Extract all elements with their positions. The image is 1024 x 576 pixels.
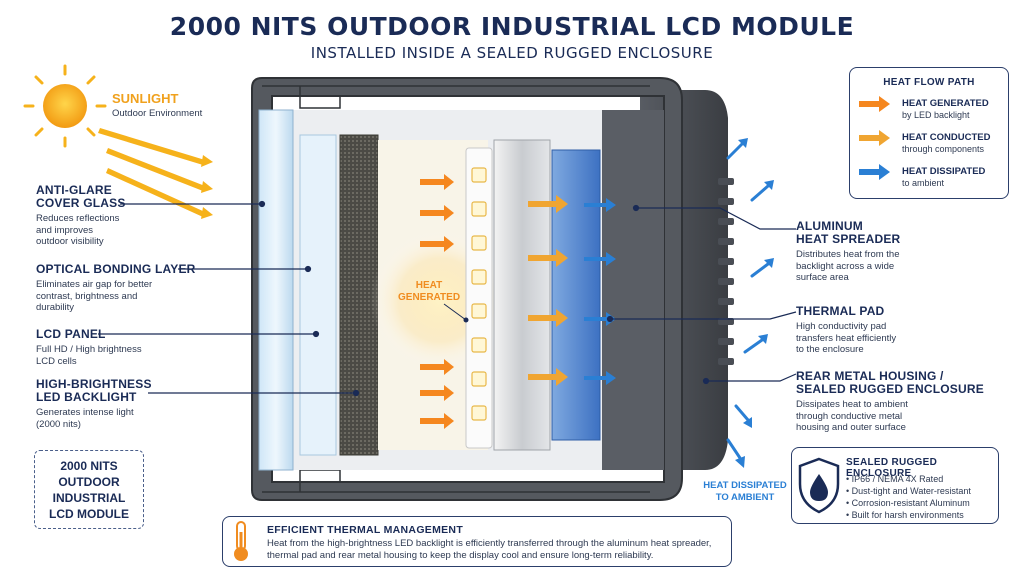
page-subtitle: INSTALLED INSIDE A SEALED RUGGED ENCLOSU… [310,44,714,62]
thermal-management-box: EFFICIENT THERMAL MANAGEMENT Heat from t… [222,516,732,567]
list-item: • IP66 / NEMA 4X Rated [846,474,944,484]
sealed-enclosure-title: SEALED RUGGED ENCLOSURE [846,457,938,479]
aluminum-heat-spreader [493,139,551,451]
thermal-management-title: EFFICIENT THERMAL MANAGEMENT [267,524,464,536]
left-leader-lines [98,200,360,397]
shield-water-drop-icon [798,457,840,514]
label-optical-bonding-layer: OPTICAL BONDING LAYER Eliminates air gap… [36,262,196,314]
heat-dissipated-arrows-outer [726,138,774,468]
page-title: 2000 NITS OUTDOOR INDUSTRIAL LCD MODULE [169,12,855,41]
inner-housing-wall [602,110,664,470]
sunlight-desc: Outdoor Environment [112,108,203,119]
thermal-management-desc: Heat from the high-brightness LED backli… [267,538,712,561]
heat-dissipated-arrows-inner [584,198,616,385]
sun-icon [23,64,107,148]
heat-flow-legend-arrows [859,96,890,180]
heat-flow-legend: HEAT FLOW PATH HEAT GENERATED by LED bac… [849,67,1009,199]
led-backlight-strip [465,147,493,449]
enclosure-channel-detail [262,85,650,493]
thermal-pad [551,149,601,441]
sunlight-label: SUNLIGHT Outdoor Environment [112,91,202,119]
list-item: • Dust-tight and Water-resistant [846,486,971,496]
module-name-box: 2000 NITS OUTDOOR INDUSTRIAL LCD MODULE [34,450,144,529]
heat-generated-arrows [420,174,454,429]
sealed-enclosure-list: • IP66 / NEMA 4X Rated • Dust-tight and … [846,473,971,521]
list-item: • Corrosion-resistant Aluminum [846,498,970,508]
sunlight-heading: SUNLIGHT [112,91,179,106]
heat-dissipated-label: HEAT DISSIPATED TO AMBIENT [703,480,787,503]
heat-flow-title: HEAT FLOW PATH [883,77,975,88]
sealed-enclosure-box: SEALED RUGGED ENCLOSURE • IP66 / NEMA 4X… [791,447,999,524]
anti-glare-cover-glass [258,109,294,471]
label-rear-metal-housing: REAR METAL HOUSING /SEALED RUGGED ENCLOS… [796,369,984,434]
right-leader-lines [606,204,797,385]
thermometer-icon [234,521,248,561]
list-item: • Built for harsh environments [846,510,964,520]
heat-generated-pointer [443,303,469,323]
sunlight-rays [98,128,213,219]
heat-generated-label: HEAT GENERATED [398,280,461,303]
optical-bonding-layer [299,134,337,456]
heat-conducted-arrows [528,195,568,386]
